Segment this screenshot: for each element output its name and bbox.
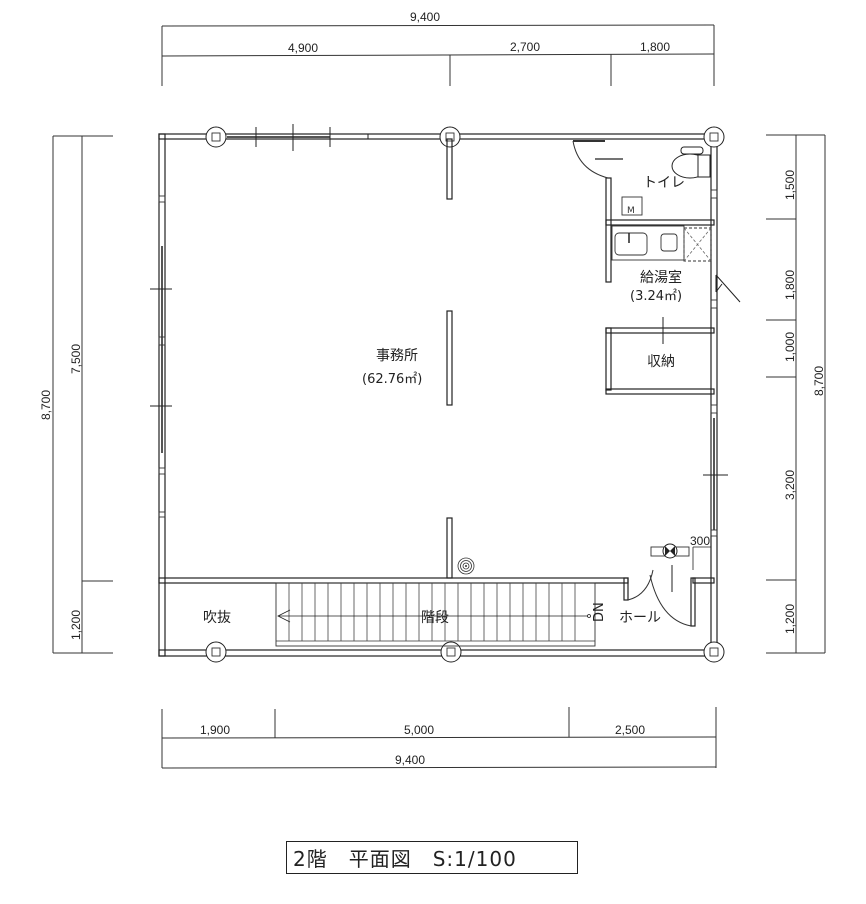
- room-label-void: 吹抜: [203, 610, 231, 626]
- structural-columns: [205, 126, 725, 663]
- svg-text:M: M: [627, 206, 635, 216]
- hall-fixtures: [457, 543, 711, 627]
- left-dimension-lines: [52, 135, 113, 654]
- interior-walls: [158, 138, 715, 627]
- dim-right-seg-3: 1,000: [783, 332, 797, 362]
- bottom-dimension-lines: [161, 707, 717, 769]
- room-label-office: 事務所: [376, 348, 418, 364]
- dim-right-seg-4: 3,200: [783, 470, 797, 500]
- room-label-toilet: トイレ: [643, 175, 685, 191]
- dim-top-seg-1: 4,900: [288, 41, 318, 55]
- dim-bottom-seg-2: 5,000: [404, 723, 434, 737]
- top-dimension-lines: [161, 24, 715, 86]
- kitchenette-fixtures: [611, 225, 741, 344]
- left-windows: [150, 195, 172, 518]
- dim-right-seg-1: 1,500: [783, 170, 797, 200]
- right-windows: [703, 189, 728, 537]
- dim-right-total: 8,700: [812, 366, 826, 396]
- dim-top-total: 9,400: [410, 10, 440, 24]
- toilet-fixtures: M: [572, 140, 711, 216]
- dim-left-seg-1: 7,500: [69, 344, 83, 374]
- staircase: [275, 582, 596, 647]
- dim-bottom-seg-1: 1,900: [200, 723, 230, 737]
- dim-offset-note: 300: [690, 534, 710, 548]
- dim-left-seg-2: 1,200: [69, 610, 83, 640]
- room-area-office: (62.76㎡): [362, 372, 422, 387]
- room-area-kitchenette: (3.24㎡): [630, 289, 682, 304]
- dim-bottom-total: 9,400: [395, 753, 425, 767]
- dim-right-seg-2: 1,800: [783, 270, 797, 300]
- room-label-hall: ホール: [619, 610, 661, 626]
- dim-top-seg-3: 1,800: [640, 40, 670, 54]
- stairs-direction-label: DN: [592, 602, 607, 622]
- right-dimension-lines: [766, 134, 826, 654]
- room-label-stairs: 階段: [421, 610, 449, 626]
- room-label-storage: 収納: [647, 354, 675, 370]
- dim-bottom-seg-3: 2,500: [615, 723, 645, 737]
- dim-right-seg-5: 1,200: [783, 604, 797, 634]
- room-label-kitchenette: 給湯室: [640, 269, 682, 286]
- dim-top-seg-2: 2,700: [510, 40, 540, 54]
- drawing-title: 2階 平面図 S:1/100: [286, 841, 578, 874]
- top-windows: [227, 124, 369, 151]
- dim-left-total: 8,700: [39, 390, 53, 420]
